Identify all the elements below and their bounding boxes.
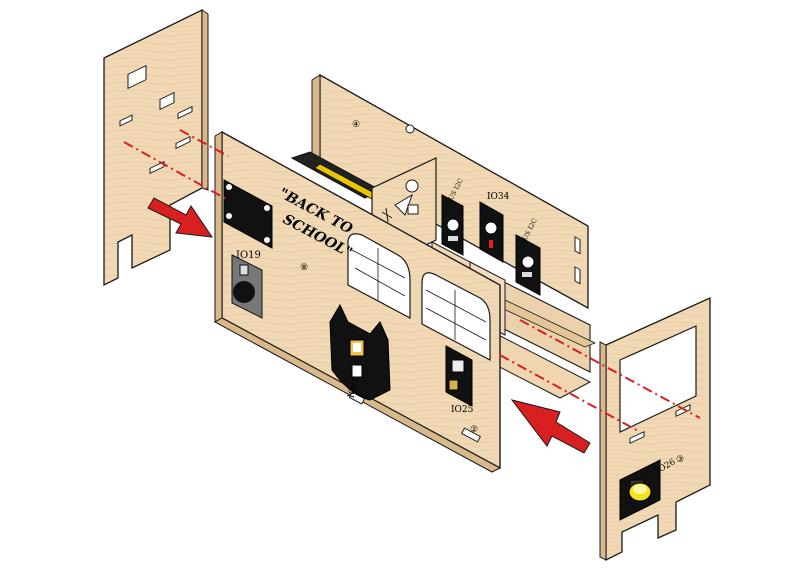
buzzer-module: IO19 <box>231 250 263 319</box>
left-side-panel <box>103 8 209 287</box>
right-side-panel: ③ <box>599 296 711 562</box>
io19-label: IO19 <box>236 250 261 261</box>
module-io34: IO34 <box>479 192 510 263</box>
button-module-front: IO25 <box>445 345 474 415</box>
oled-display-module <box>223 179 273 249</box>
controller-board <box>290 151 382 200</box>
cat-board-module: IO18 <box>329 303 391 401</box>
guide-lines <box>123 129 701 433</box>
io25-label: IO25 <box>451 405 474 415</box>
step-marker-8: ⑧ <box>300 263 308 273</box>
arrow-right-insert <box>510 399 591 454</box>
arrow-left-insert <box>147 197 214 238</box>
io34-label: IO34 <box>487 192 510 202</box>
step-marker-2: ② <box>470 425 478 435</box>
step-marker-4: ④ <box>352 120 360 130</box>
step-marker-3: ③ <box>676 455 684 465</box>
inner-right-wall <box>489 274 596 373</box>
